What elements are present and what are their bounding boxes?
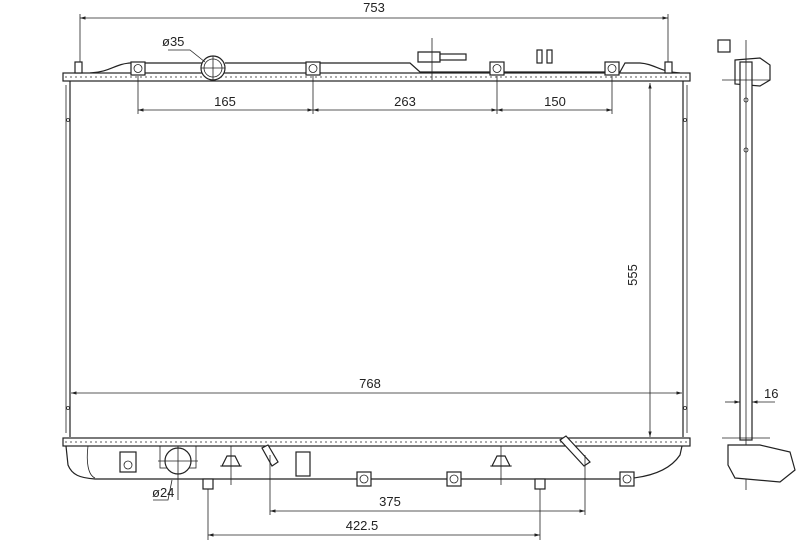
bracket xyxy=(619,471,635,487)
bracket xyxy=(305,61,321,76)
oil-cooler-fitting xyxy=(261,444,279,515)
svg-text:ø24: ø24 xyxy=(152,485,174,500)
drain-fitting xyxy=(220,446,242,485)
dimension-bracket-spacing: 165 263 150 xyxy=(137,76,613,114)
svg-text:ø35: ø35 xyxy=(162,34,184,49)
mounting-pin-left xyxy=(74,61,83,74)
drain-fitting xyxy=(490,446,512,485)
top-tank: ø35 xyxy=(62,34,691,82)
dimension-bottom-spacing: 375 422.5 xyxy=(207,489,585,540)
bottom-tank: ø24 xyxy=(62,435,691,515)
svg-text:768: 768 xyxy=(359,376,381,391)
bracket xyxy=(446,471,462,487)
dimension-overall-width: 753 xyxy=(79,0,669,62)
svg-text:263: 263 xyxy=(394,94,416,109)
bracket xyxy=(604,61,620,76)
svg-text:165: 165 xyxy=(214,94,236,109)
svg-text:555: 555 xyxy=(625,264,640,286)
dimension-core-height: 555 xyxy=(625,83,652,437)
svg-text:422.5: 422.5 xyxy=(346,518,379,533)
bracket xyxy=(119,451,137,473)
svg-text:150: 150 xyxy=(544,94,566,109)
svg-text:753: 753 xyxy=(363,0,385,15)
leader-line xyxy=(153,479,173,501)
dimension-core-width: 768 xyxy=(71,376,682,395)
filler-cap xyxy=(417,38,467,80)
bracket xyxy=(489,61,505,76)
bracket xyxy=(356,471,372,487)
clip xyxy=(295,451,311,477)
svg-text:16: 16 xyxy=(764,386,778,401)
svg-text:375: 375 xyxy=(379,494,401,509)
leader-line xyxy=(168,49,206,63)
inlet-pipe xyxy=(200,55,226,81)
cap-side xyxy=(717,39,731,53)
bracket xyxy=(130,61,146,76)
mounting-pin xyxy=(534,478,546,490)
outlet-pipe xyxy=(158,445,198,500)
clip xyxy=(536,49,553,64)
oil-cooler-fitting xyxy=(559,435,591,515)
side-view: 16 xyxy=(717,39,796,490)
mounting-pin-right xyxy=(664,61,673,74)
mounting-pin xyxy=(202,478,214,490)
radiator-core xyxy=(65,81,688,437)
